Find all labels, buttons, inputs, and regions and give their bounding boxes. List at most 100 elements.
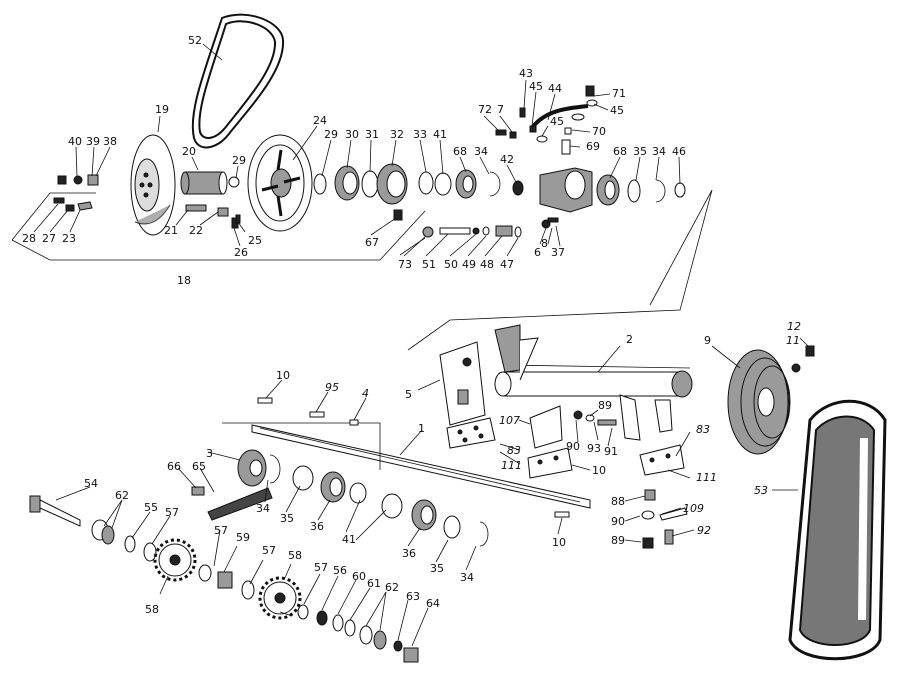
bearing-68b — [596, 174, 620, 206]
drive-shaft-assembly — [29, 397, 591, 663]
label-27: 27 — [42, 232, 56, 245]
label-25: 25 — [248, 234, 262, 247]
ring-33 — [418, 171, 434, 195]
label-107: 107 — [499, 414, 520, 427]
part-labels: 52 19 40 39 38 20 29 24 29 30 31 32 33 4… — [22, 34, 801, 616]
keys-10-95-4 — [257, 397, 570, 518]
label-68b: 68 — [613, 145, 627, 158]
shaft-51 — [422, 225, 522, 238]
label-72: 72 — [478, 103, 492, 116]
label-9: 9 — [704, 334, 711, 347]
label-45b: 45 — [610, 104, 624, 117]
label-24: 24 — [313, 114, 327, 127]
label-4: 4 — [362, 387, 369, 400]
pulley-9 — [727, 345, 815, 455]
label-10b: 10 — [592, 464, 606, 477]
grease-fittings — [495, 85, 598, 143]
label-28: 28 — [22, 232, 36, 245]
label-57b: 57 — [214, 524, 228, 537]
label-49: 49 — [462, 258, 476, 271]
label-10c: 10 — [552, 536, 566, 549]
label-59: 59 — [236, 531, 250, 544]
washer-31 — [361, 170, 379, 198]
label-8: 8 — [541, 237, 548, 250]
label-90b: 90 — [611, 515, 625, 528]
label-83b: 83 — [696, 423, 710, 436]
ring-46 — [674, 182, 686, 198]
label-91: 91 — [604, 445, 618, 458]
label-35b: 35 — [280, 512, 294, 525]
label-92: 92 — [697, 524, 711, 537]
frame-assembly — [407, 189, 815, 549]
label-36a: 36 — [310, 520, 324, 533]
bearing-housing — [539, 139, 593, 229]
label-12: 12 — [787, 320, 801, 333]
label-44: 44 — [548, 82, 562, 95]
label-89a: 89 — [598, 399, 612, 412]
label-31: 31 — [365, 128, 379, 141]
label-26: 26 — [234, 246, 248, 259]
label-89b: 89 — [611, 534, 625, 547]
label-37: 37 — [551, 246, 565, 259]
label-70: 70 — [592, 125, 606, 138]
label-69: 69 — [586, 140, 600, 153]
label-65: 65 — [192, 460, 206, 473]
label-35c: 35 — [430, 562, 444, 575]
label-67: 67 — [365, 236, 379, 249]
label-11: 11 — [786, 334, 800, 347]
label-46: 46 — [672, 145, 686, 158]
label-60: 60 — [352, 570, 366, 583]
label-52: 52 — [188, 34, 202, 47]
label-10a: 10 — [276, 369, 290, 382]
label-30: 30 — [345, 128, 359, 141]
sprocket-58a — [153, 538, 197, 582]
label-6: 6 — [534, 246, 541, 259]
label-22: 22 — [189, 224, 203, 237]
label-34c: 34 — [256, 502, 270, 515]
pins-21-22 — [185, 204, 241, 229]
bearing-68a — [455, 169, 477, 199]
label-45c: 45 — [550, 115, 564, 128]
group-18-bracket — [11, 192, 426, 261]
label-109: 109 — [683, 502, 704, 515]
bracket-83-right — [639, 444, 685, 476]
label-38: 38 — [103, 135, 117, 148]
ring-29 — [313, 173, 327, 195]
lower-left-parts — [91, 519, 157, 562]
label-40: 40 — [68, 135, 82, 148]
sprocket-58b — [258, 576, 302, 620]
label-7: 7 — [497, 103, 504, 116]
label-41a: 41 — [433, 128, 447, 141]
bearing-30 — [334, 165, 360, 201]
bolts-23-28 — [53, 197, 93, 212]
label-36b: 36 — [402, 547, 416, 560]
label-57d: 57 — [314, 561, 328, 574]
label-58a: 58 — [288, 549, 302, 562]
label-35a: 35 — [633, 145, 647, 158]
chain-65 — [191, 486, 273, 521]
label-90a: 90 — [566, 440, 580, 453]
main-tube-2 — [494, 324, 693, 441]
label-83a: 83 — [507, 444, 521, 457]
label-1: 1 — [418, 422, 425, 435]
label-88: 88 — [611, 495, 625, 508]
label-68a: 68 — [453, 145, 467, 158]
label-48: 48 — [480, 258, 494, 271]
leader-lines — [33, 43, 809, 647]
upper-assembly — [11, 13, 686, 261]
label-19: 19 — [155, 103, 169, 116]
housing-32 — [376, 163, 408, 205]
sprocket-3 — [237, 449, 281, 487]
ring-41 — [434, 172, 452, 196]
ring-35a — [627, 179, 641, 203]
label-34a: 34 — [474, 145, 488, 158]
circlip-34a — [489, 171, 501, 197]
label-57c: 57 — [262, 544, 276, 557]
plate-5 — [439, 341, 486, 426]
hardware-89-93 — [573, 410, 688, 549]
bracket-83-left — [446, 417, 496, 449]
ring-42 — [512, 180, 524, 196]
label-29b: 29 — [324, 128, 338, 141]
